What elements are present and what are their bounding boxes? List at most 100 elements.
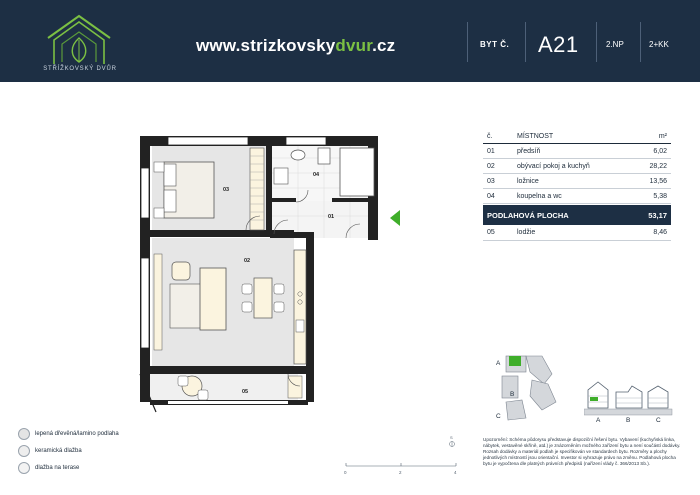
header-bar: STŘÍŽKOVSKÝ DVŮR www.strizkovskydvur.cz … (0, 0, 700, 82)
disclaimer-text: Upozornění: Schéma půdorysu představuje … (483, 437, 681, 466)
row-area: 5,38 (653, 193, 667, 200)
wood-floor-swatch-icon (18, 428, 30, 440)
header-divider (525, 22, 526, 62)
logo-text: STŘÍŽKOVSKÝ DVŮR (43, 66, 117, 72)
row-no: 04 (487, 193, 495, 200)
row-no: 05 (487, 229, 495, 236)
legend-label: keramická dlažba (35, 448, 82, 454)
row-area: 13,56 (649, 178, 667, 185)
room-label-01: 01 (328, 214, 334, 220)
floor-plan: 03 04 01 02 05 (139, 136, 400, 413)
url-suffix: .cz (372, 36, 396, 55)
row-area: 6,02 (653, 148, 667, 155)
room-label-02: 02 (244, 258, 250, 264)
wardrobe (249, 147, 265, 231)
row-area: 28,22 (649, 163, 667, 170)
nightstand (153, 207, 165, 219)
house-logo-icon (47, 14, 111, 64)
location-label-c: C (496, 413, 501, 420)
entrance-door (345, 223, 361, 239)
loggia-chair (177, 375, 189, 387)
row-name: předsíň (517, 148, 541, 155)
unit-floor-highlight (590, 397, 598, 401)
website-url[interactable]: www.strizkovskydvur.cz (196, 36, 395, 56)
bedroom-door (245, 215, 261, 231)
url-accent: dvur (335, 36, 373, 55)
floor-label: 2.NP (606, 40, 624, 49)
unit-id: A21 (538, 32, 579, 57)
loggia-floor (150, 374, 298, 404)
header-divider (640, 22, 641, 62)
room-label-05: 05 (242, 389, 248, 395)
scale-tick: 4 (454, 470, 457, 475)
sofa (199, 267, 227, 331)
scale-tick: 0 (344, 470, 347, 475)
table-row: 03 ložnice 13,56 (483, 174, 671, 189)
table-row: 04 koupelna a wc 5,38 (483, 189, 671, 204)
legend-label: lepená dřevěná/lamino podlaha (35, 431, 119, 437)
loggia-edge (139, 373, 157, 413)
living-door (273, 219, 289, 235)
loggia-bench (287, 375, 303, 399)
row-name: obývací pokoj a kuchyň (517, 163, 590, 170)
room-label-03: 03 (223, 187, 229, 193)
loggia-door (287, 373, 301, 387)
row-name: lodžie (517, 229, 536, 236)
pillow (163, 163, 177, 187)
nightstand (153, 161, 165, 173)
north-label: S (450, 436, 453, 440)
toilet (317, 147, 331, 165)
dining-chairs (241, 283, 285, 313)
layout-label: 2+KK (649, 40, 669, 49)
section-label-c: C (656, 417, 661, 424)
loggia-chair (197, 389, 209, 401)
unit-highlight (509, 356, 521, 366)
unit-label: BYT Č. (480, 40, 510, 49)
windows (140, 136, 327, 349)
row-name: koupelna a wc (517, 193, 562, 200)
section-label-a: A (596, 417, 601, 424)
table-row: 02 obývací pokoj a kuchyň 28,22 (483, 159, 671, 174)
row-area: 8,46 (653, 229, 667, 236)
col-no-header: č. (487, 133, 493, 140)
building-section-diagram: A B C (584, 381, 673, 424)
armchair (171, 261, 191, 281)
washbasin (290, 149, 306, 161)
section-label-b: B (626, 417, 630, 424)
room-table-header: č. MÍSTNOST m² (483, 130, 671, 144)
entrance-arrow-icon (390, 210, 400, 226)
header-divider (596, 22, 597, 62)
url-prefix: www.strizkovsky (196, 36, 336, 55)
total-area: 53,17 (648, 211, 667, 220)
location-label-b: B (510, 391, 514, 398)
row-name: ložnice (517, 178, 539, 185)
pillow (163, 189, 177, 213)
col-name-header: MÍSTNOST (517, 133, 554, 140)
dining-table (253, 277, 273, 319)
floor-area-total-row: PODLAHOVÁ PLOCHA 53,17 (483, 205, 671, 225)
legend-label: dlažba na terase (35, 465, 80, 471)
room-label-04: 04 (313, 172, 320, 178)
ground-line (584, 408, 673, 416)
loggia-glass (168, 401, 288, 404)
bathroom-door (295, 189, 309, 203)
kitchen-sink (295, 319, 305, 333)
table-row-loggia: 05 lodžie 8,46 (483, 225, 671, 241)
carpet (169, 283, 203, 329)
kitchen-counter (293, 249, 307, 365)
row-no: 01 (487, 148, 495, 155)
total-label: PODLAHOVÁ PLOCHA (487, 211, 569, 220)
stove-ring (297, 291, 303, 297)
scale-tick: 2 (399, 470, 402, 475)
row-no: 03 (487, 178, 495, 185)
stove-ring (297, 299, 303, 305)
row-no: 02 (487, 163, 495, 170)
tv-cabinet (153, 253, 163, 351)
terrace-tile-swatch-icon (18, 462, 30, 474)
wardrobe-hangers (250, 155, 264, 221)
table-row: 01 předsíň 6,02 (483, 144, 671, 159)
scale-bar: S 0 2 4 (344, 436, 457, 475)
room-table: č. MÍSTNOST m² 01 předsíň 6,02 02 obývac… (483, 130, 671, 241)
location-label-a: A (496, 360, 501, 367)
header-divider (467, 22, 468, 62)
